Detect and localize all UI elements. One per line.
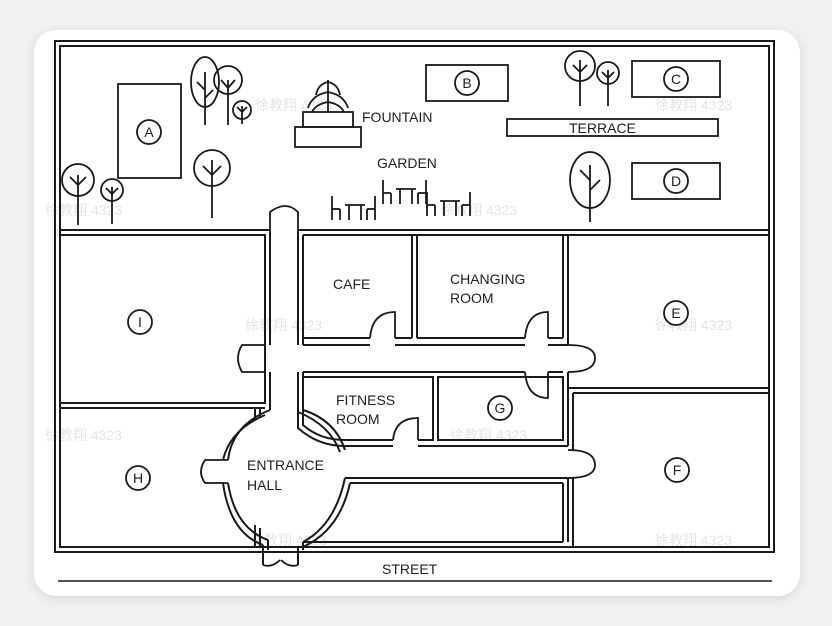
svg-text:G: G xyxy=(495,400,506,416)
marker-d: D xyxy=(663,168,689,194)
svg-text:I: I xyxy=(138,314,142,330)
watermark: 徐教翔 4323 xyxy=(655,97,732,113)
marker-c: C xyxy=(663,66,689,92)
area-c-box xyxy=(631,60,721,98)
fitness-room-label: FITNESS xyxy=(336,392,395,408)
entrance-hall-label: ENTRANCE xyxy=(247,457,324,473)
svg-text:D: D xyxy=(671,173,681,189)
watermark: 徐教翔 4323 xyxy=(655,532,732,548)
tree-icon xyxy=(569,151,611,222)
garden-label: GARDEN xyxy=(377,155,437,171)
room-g xyxy=(418,372,569,447)
tree-icon xyxy=(232,100,252,124)
marker-f: F xyxy=(664,457,690,483)
marker-a: A xyxy=(136,119,162,145)
fountain-icon xyxy=(294,80,362,148)
changing-room-label: ROOM xyxy=(450,290,494,306)
marker-h: H xyxy=(125,465,151,491)
tree-icon xyxy=(61,163,95,225)
changing-room-label: CHANGING xyxy=(450,271,525,287)
fitness-room xyxy=(297,376,434,447)
svg-text:B: B xyxy=(462,75,471,91)
entrance-hall-walls xyxy=(222,409,351,565)
watermark: 徐教翔 4323 xyxy=(45,202,122,218)
lower-corridor xyxy=(303,477,573,548)
svg-text:E: E xyxy=(671,305,680,321)
room-i xyxy=(59,234,266,409)
changing-room xyxy=(417,235,569,345)
room-h-door xyxy=(200,459,228,484)
tree-icon xyxy=(596,61,620,106)
area-d-box xyxy=(631,162,721,200)
garden-tables xyxy=(331,180,471,220)
area-a-box xyxy=(117,83,182,179)
labels: FOUNTAIN TERRACE GARDEN CAFE CHANGING RO… xyxy=(247,109,636,577)
doors xyxy=(200,205,596,567)
terrace-box xyxy=(506,118,719,137)
fitness-room-label: ROOM xyxy=(336,411,380,427)
room-g-door xyxy=(524,371,549,399)
svg-text:F: F xyxy=(673,462,682,478)
trees xyxy=(61,50,620,225)
tree-icon xyxy=(213,65,243,125)
watermark: 徐教翔 4323 xyxy=(440,202,517,218)
watermark: 徐教翔 4323 xyxy=(45,427,122,443)
tree-icon xyxy=(564,50,596,106)
room-f-door xyxy=(567,449,596,479)
room-i-door xyxy=(237,344,265,373)
table-icon xyxy=(331,196,376,220)
svg-text:A: A xyxy=(144,124,154,140)
street-door-left xyxy=(262,559,281,567)
svg-text:H: H xyxy=(133,470,143,486)
area-b-box xyxy=(425,64,509,102)
street-label: STREET xyxy=(382,561,438,577)
fountain-label: FOUNTAIN xyxy=(362,109,433,125)
table-icon xyxy=(426,192,471,216)
tree-icon xyxy=(190,56,220,125)
marker-e: E xyxy=(663,300,689,326)
tree-icon xyxy=(193,149,231,218)
entrance-hall-label: HALL xyxy=(247,477,282,493)
changing-room-door xyxy=(524,311,549,339)
cafe-label: CAFE xyxy=(333,276,370,292)
marker-b: B xyxy=(454,70,480,96)
room-e-door xyxy=(567,344,596,373)
tree-icon xyxy=(100,178,124,224)
garden-door xyxy=(269,205,299,230)
svg-text:C: C xyxy=(671,71,681,87)
table-icon xyxy=(382,180,427,204)
garden-items xyxy=(117,60,721,200)
watermark: 徐教翔 4323 xyxy=(245,317,322,333)
markers: A B C D E F G H I xyxy=(125,66,690,491)
fitness-room-door xyxy=(392,417,419,441)
terrace-label: TERRACE xyxy=(569,120,636,136)
marker-i: I xyxy=(127,309,153,335)
cafe-door xyxy=(369,311,396,339)
marker-g: G xyxy=(487,395,513,421)
street-door-right xyxy=(280,559,299,567)
cafe-room xyxy=(302,235,418,339)
room-f xyxy=(567,392,769,547)
main-corridor xyxy=(303,344,568,373)
